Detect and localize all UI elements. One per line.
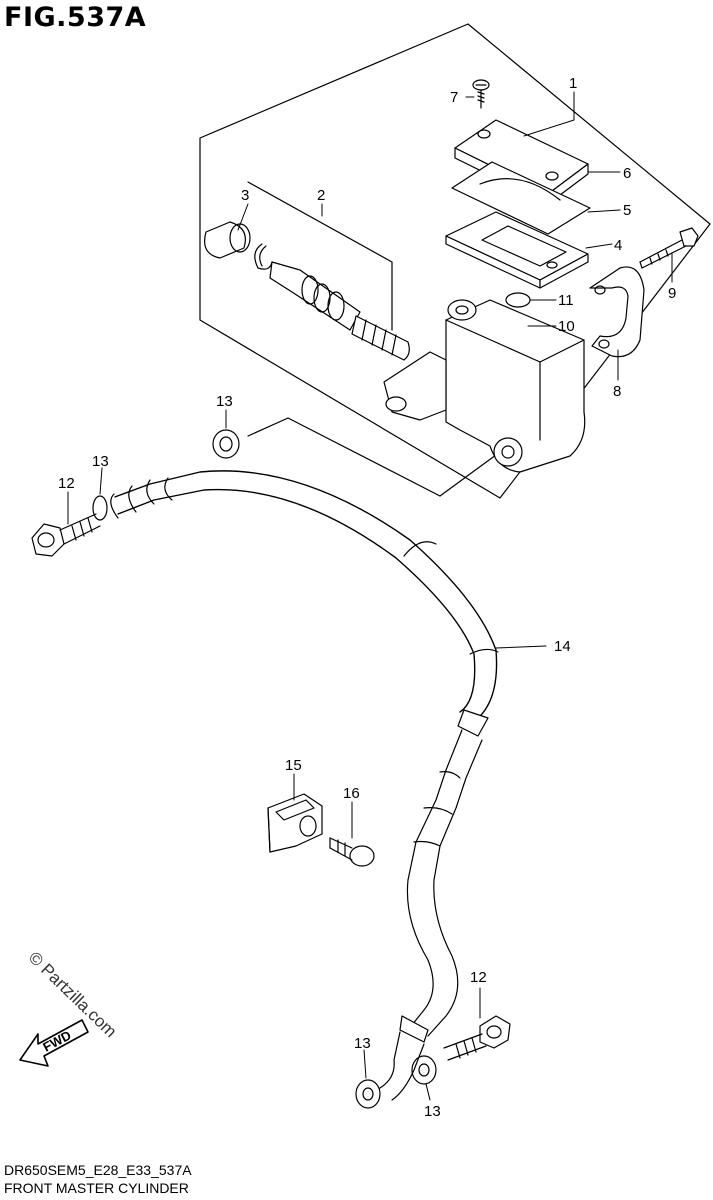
piston-cup-icon — [204, 221, 251, 259]
hose-group-outline-top — [247, 417, 289, 437]
hose-clamp-icon — [267, 793, 323, 853]
clamp-screw-icon — [329, 837, 375, 867]
figure-title: FIG.537A — [4, 2, 147, 33]
callout-6: 6 — [623, 165, 631, 182]
union-bolt-lower-icon — [443, 1015, 511, 1061]
gasket-upper-icon — [212, 429, 240, 459]
model-code: DR650SEM5_E28_E33_537A — [4, 1162, 192, 1178]
callout-12-left: 12 — [58, 475, 75, 492]
callout-15: 15 — [285, 757, 302, 774]
cover-screw-icon — [472, 79, 490, 109]
fwd-label: FWD — [40, 1028, 73, 1055]
callout-9: 9 — [668, 285, 676, 302]
callout-3: 3 — [241, 187, 249, 204]
cap-plate-icon — [451, 161, 591, 235]
callout-2: 2 — [317, 187, 325, 204]
washer-icon — [505, 292, 531, 308]
gasket-lower-right-icon — [411, 1055, 437, 1085]
hose-group-outline-bottom — [439, 451, 501, 497]
callout-13-lower-left: 13 — [354, 1035, 371, 1052]
assembly-outline — [199, 23, 711, 499]
master-cylinder-holder-icon — [589, 266, 645, 358]
gasket-left-icon — [92, 495, 108, 521]
callout-1: 1 — [569, 75, 577, 92]
figure-caption: FRONT MASTER CYLINDER — [4, 1180, 189, 1196]
master-cylinder-body-icon — [383, 299, 586, 473]
callout-13-upper: 13 — [216, 393, 233, 410]
leader-lines — [67, 91, 673, 1101]
callout-14: 14 — [554, 638, 571, 655]
hose-group-outline — [287, 417, 441, 497]
callout-13-left: 13 — [92, 453, 109, 470]
forward-arrow-icon — [19, 1019, 89, 1067]
piston-group-bracket — [247, 181, 393, 331]
holder-bolt-icon — [639, 227, 699, 269]
callout-4: 4 — [614, 237, 622, 254]
callout-10: 10 — [558, 318, 575, 335]
brake-hose-icon — [110, 470, 499, 1101]
callout-8: 8 — [613, 383, 621, 400]
callout-16: 16 — [343, 785, 360, 802]
circlip-icon — [254, 243, 273, 270]
diaphragm-icon — [445, 211, 589, 289]
piston-set-icon — [269, 261, 410, 361]
callout-12-lower: 12 — [470, 969, 487, 986]
callout-5: 5 — [623, 202, 631, 219]
union-bolt-upper-icon — [31, 513, 101, 557]
gasket-lower-left-icon — [355, 1079, 381, 1109]
callout-13-lower-right: 13 — [424, 1103, 441, 1120]
callout-labels: 1 7 6 5 4 9 11 10 8 2 3 13 13 12 14 15 1… — [58, 75, 676, 1120]
callout-11: 11 — [558, 292, 574, 309]
callout-7: 7 — [450, 89, 458, 106]
